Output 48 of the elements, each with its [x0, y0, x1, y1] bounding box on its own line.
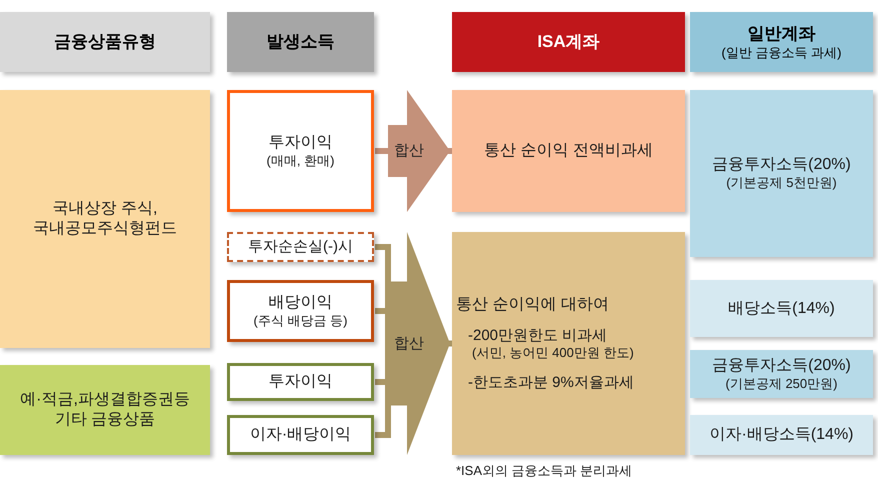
box-text: ISA계좌: [537, 31, 600, 53]
block-arrow: [388, 232, 450, 455]
box-text: 이자·배당이익: [250, 425, 352, 445]
category-box: [0, 365, 210, 455]
box-text: 국내상장 주식, 국내공모주식형펀드: [33, 199, 177, 239]
income-box: [227, 280, 374, 342]
header-box: [690, 12, 873, 72]
box-text: (기본공제 250만원): [726, 376, 838, 392]
block-arrow: [388, 90, 450, 212]
box-text: (매매, 환매): [266, 152, 334, 170]
header-box: [0, 12, 210, 72]
income-box: [227, 90, 374, 212]
box-text: 투자이익: [268, 372, 332, 392]
box-text: 투자순손실(-)시: [248, 238, 353, 256]
category-box: [0, 90, 210, 348]
box-text: -한도초과분 9%저율과세: [467, 374, 634, 392]
income-box: [227, 232, 374, 262]
box-text: 금융투자소득(20%): [712, 155, 851, 176]
tax-box: [452, 232, 685, 455]
box-text: (기본공제 5천만원): [726, 175, 837, 192]
box-text: (주식 배당금 등): [254, 312, 348, 330]
tax-box: [690, 90, 873, 257]
box-text: -200만원한도 비과세: [467, 326, 608, 346]
box-text: 통산 순이익 전액비과세: [484, 141, 653, 161]
edge-label: 합산: [394, 334, 424, 354]
box-text: 배당이익: [268, 292, 332, 313]
box-text: 금융투자소득(20%): [712, 356, 851, 376]
header-box: [452, 12, 685, 72]
income-box: [227, 363, 374, 401]
box-text: (일반 금융소득 과세): [722, 44, 842, 61]
tax-box: [452, 90, 685, 212]
bracket-connector: [375, 146, 452, 156]
tax-box: [690, 415, 873, 455]
box-text: 일반계좌: [748, 23, 816, 44]
header-box: [227, 12, 374, 72]
box-text: (서민, 농어민 400만원 한도): [471, 345, 634, 362]
box-text: 금융상품유형: [54, 31, 156, 53]
box-text: 투자이익: [268, 132, 332, 153]
tax-box: [690, 350, 873, 398]
box-text: 발생소득: [266, 31, 334, 53]
income-box: [227, 415, 374, 455]
footnote: *ISA외의 금융소득과 분리과세: [456, 462, 632, 480]
tax-box: [690, 280, 873, 337]
box-text: 이자·배당소득(14%): [709, 425, 854, 445]
box-text: 배당소득(14%): [728, 298, 835, 318]
box-text: 통산 순이익에 대하여: [456, 294, 609, 315]
box-text: 예·적금,파생결합증권등 기타 금융상품: [19, 390, 191, 430]
edge-label: 합산: [394, 141, 424, 161]
